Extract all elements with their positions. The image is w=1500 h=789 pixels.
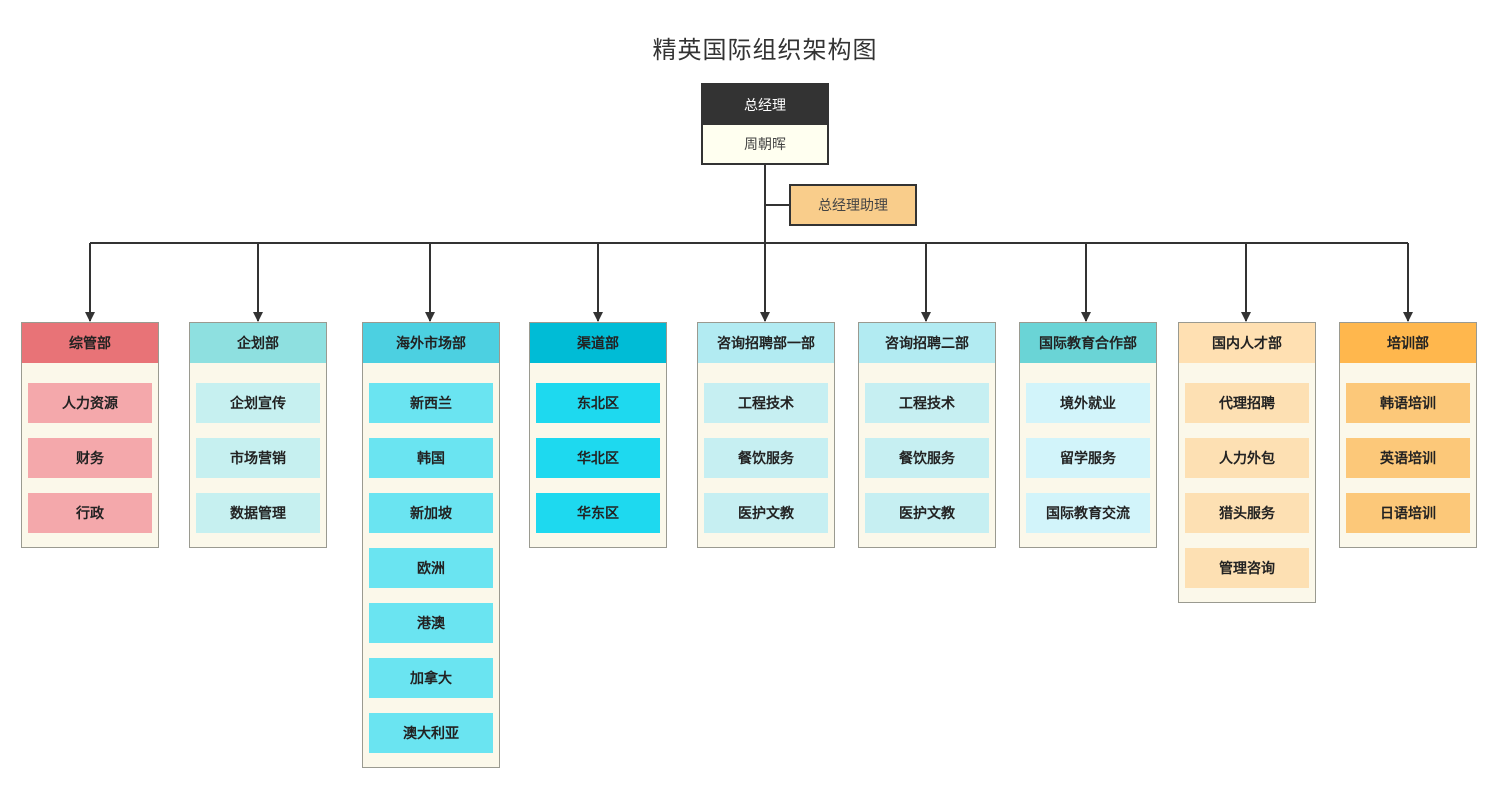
department-1[interactable]: 企划部企划宣传市场营销数据管理 (189, 322, 327, 548)
department-2[interactable]: 海外市场部新西兰韩国新加坡欧洲港澳加拿大澳大利亚 (362, 322, 500, 768)
department-item[interactable]: 数据管理 (196, 493, 320, 533)
department-items: 韩语培训英语培训日语培训 (1340, 363, 1476, 547)
department-items: 企划宣传市场营销数据管理 (190, 363, 326, 547)
department-items: 工程技术餐饮服务医护文教 (859, 363, 995, 547)
department-item[interactable]: 新加坡 (369, 493, 493, 533)
chart-title: 精英国际组织架构图 (652, 36, 878, 64)
department-item[interactable]: 日语培训 (1346, 493, 1470, 533)
department-item[interactable]: 华东区 (536, 493, 660, 533)
department-title: 海外市场部 (363, 323, 499, 363)
department-0[interactable]: 综管部人力资源财务行政 (21, 322, 159, 548)
department-item[interactable]: 人力外包 (1185, 438, 1309, 478)
department-item[interactable]: 代理招聘 (1185, 383, 1309, 423)
department-title: 渠道部 (530, 323, 666, 363)
department-item[interactable]: 留学服务 (1026, 438, 1150, 478)
department-item[interactable]: 国际教育交流 (1026, 493, 1150, 533)
department-items: 代理招聘人力外包猎头服务管理咨询 (1179, 363, 1315, 602)
department-item[interactable]: 东北区 (536, 383, 660, 423)
department-items: 境外就业留学服务国际教育交流 (1020, 363, 1156, 547)
department-item[interactable]: 工程技术 (704, 383, 828, 423)
department-7[interactable]: 国内人才部代理招聘人力外包猎头服务管理咨询 (1178, 322, 1316, 603)
department-items: 工程技术餐饮服务医护文教 (698, 363, 834, 547)
department-item[interactable]: 企划宣传 (196, 383, 320, 423)
department-6[interactable]: 国际教育合作部境外就业留学服务国际教育交流 (1019, 322, 1157, 548)
department-item[interactable]: 英语培训 (1346, 438, 1470, 478)
department-title: 咨询招聘部一部 (698, 323, 834, 363)
department-item[interactable]: 猎头服务 (1185, 493, 1309, 533)
department-item[interactable]: 管理咨询 (1185, 548, 1309, 588)
general-manager-name: 周朝晖 (744, 137, 786, 153)
department-item[interactable]: 餐饮服务 (865, 438, 989, 478)
department-item[interactable]: 行政 (28, 493, 152, 533)
department-item[interactable]: 财务 (28, 438, 152, 478)
department-item[interactable]: 工程技术 (865, 383, 989, 423)
department-item[interactable]: 餐饮服务 (704, 438, 828, 478)
department-item[interactable]: 韩国 (369, 438, 493, 478)
department-item[interactable]: 新西兰 (369, 383, 493, 423)
department-3[interactable]: 渠道部东北区华北区华东区 (529, 322, 667, 548)
department-item[interactable]: 人力资源 (28, 383, 152, 423)
department-items: 东北区华北区华东区 (530, 363, 666, 547)
department-4[interactable]: 咨询招聘部一部工程技术餐饮服务医护文教 (697, 322, 835, 548)
department-item[interactable]: 医护文教 (865, 493, 989, 533)
department-item[interactable]: 华北区 (536, 438, 660, 478)
department-title: 国际教育合作部 (1020, 323, 1156, 363)
department-title: 国内人才部 (1179, 323, 1315, 363)
department-title: 综管部 (22, 323, 158, 363)
department-item[interactable]: 韩语培训 (1346, 383, 1470, 423)
general-manager-role: 总经理 (703, 85, 827, 125)
department-title: 咨询招聘二部 (859, 323, 995, 363)
department-5[interactable]: 咨询招聘二部工程技术餐饮服务医护文教 (858, 322, 996, 548)
department-item[interactable]: 澳大利亚 (369, 713, 493, 753)
department-items: 新西兰韩国新加坡欧洲港澳加拿大澳大利亚 (363, 363, 499, 767)
department-item[interactable]: 医护文教 (704, 493, 828, 533)
department-title: 企划部 (190, 323, 326, 363)
assistant-box[interactable]: 总经理助理 (789, 184, 917, 226)
department-item[interactable]: 加拿大 (369, 658, 493, 698)
department-items: 人力资源财务行政 (22, 363, 158, 547)
department-item[interactable]: 市场营销 (196, 438, 320, 478)
department-item[interactable]: 境外就业 (1026, 383, 1150, 423)
department-item[interactable]: 港澳 (369, 603, 493, 643)
department-title: 培训部 (1340, 323, 1476, 363)
department-item[interactable]: 欧洲 (369, 548, 493, 588)
department-8[interactable]: 培训部韩语培训英语培训日语培训 (1339, 322, 1477, 548)
general-manager-box[interactable]: 总经理 周朝晖 (701, 83, 829, 165)
